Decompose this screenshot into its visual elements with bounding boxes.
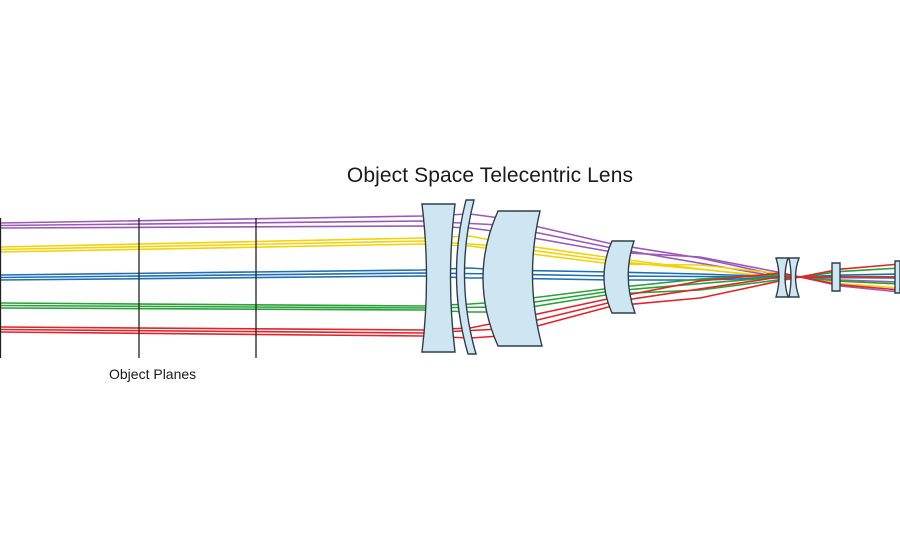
lens-element-2 [455,199,477,355]
lens-element-5 [775,257,789,298]
lens-element-7 [831,262,841,292]
lens-element-6 [788,257,801,298]
object-planes-label: Object Planes [109,366,197,382]
lens-element-1 [421,203,456,353]
lens-elements [421,199,900,355]
diagram-title: Object Space Telecentric Lens [346,164,634,187]
object-planes [0,218,257,358]
lens-element-4 [603,240,636,314]
ray-red-chief [0,276,900,334]
lens-element-3 [482,210,543,347]
image-sensor [894,260,900,294]
